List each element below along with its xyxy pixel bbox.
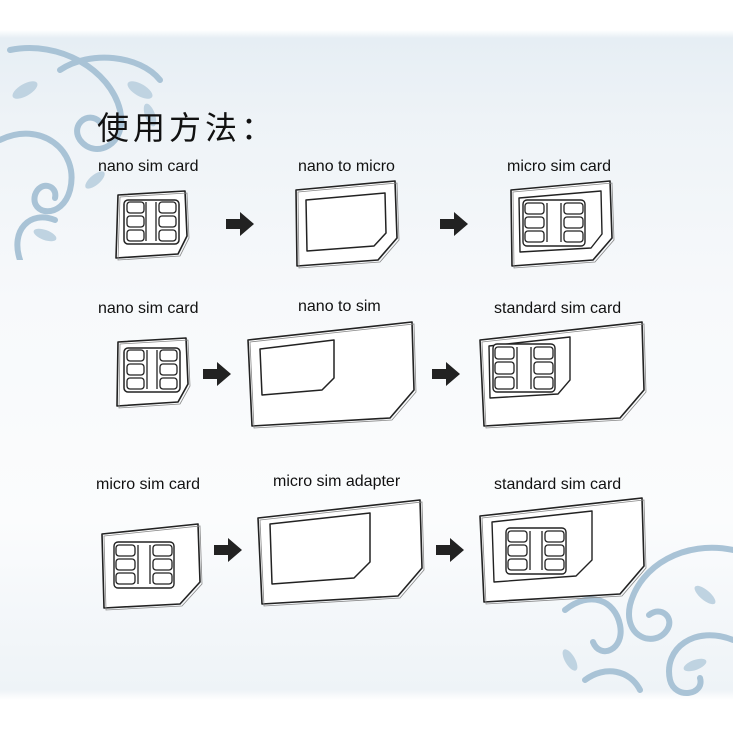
row-1-result-label: micro sim card [507,158,612,175]
arrow-right-icon [203,362,231,386]
arrow-right-icon [226,212,254,236]
arrow-right-icon [436,538,464,562]
row-2-adapter-label: nano to sim [298,298,381,315]
row-3-adapter-label: micro sim adapter [273,473,401,490]
micro-sim-card-icon [101,523,203,611]
nano-to-micro-adapter-icon [295,180,400,269]
arrow-right-icon [432,362,460,386]
arrow-right-icon [214,538,242,562]
micro-sim-card-icon [510,180,615,269]
nano-sim-card-icon [115,190,190,261]
arrow-right-icon [440,212,468,236]
row-1-adapter-label: nano to micro [298,158,395,175]
row-1-source-label: nano sim card [98,158,199,175]
standard-sim-card-icon [479,497,647,605]
row-2-result-label: standard sim card [494,300,622,317]
nano-sim-card-icon [116,337,191,409]
nano-to-sim-adapter-icon [247,321,417,429]
page-title: 使用方法： [97,109,278,147]
row-3-result-label: standard sim card [494,476,622,493]
standard-sim-card-icon [479,321,647,429]
micro-sim-adapter-icon [257,499,425,607]
floral-swirl-top-left-icon [0,45,163,260]
row-2-source-label: nano sim card [98,300,199,317]
row-3-source-label: micro sim card [96,476,201,493]
